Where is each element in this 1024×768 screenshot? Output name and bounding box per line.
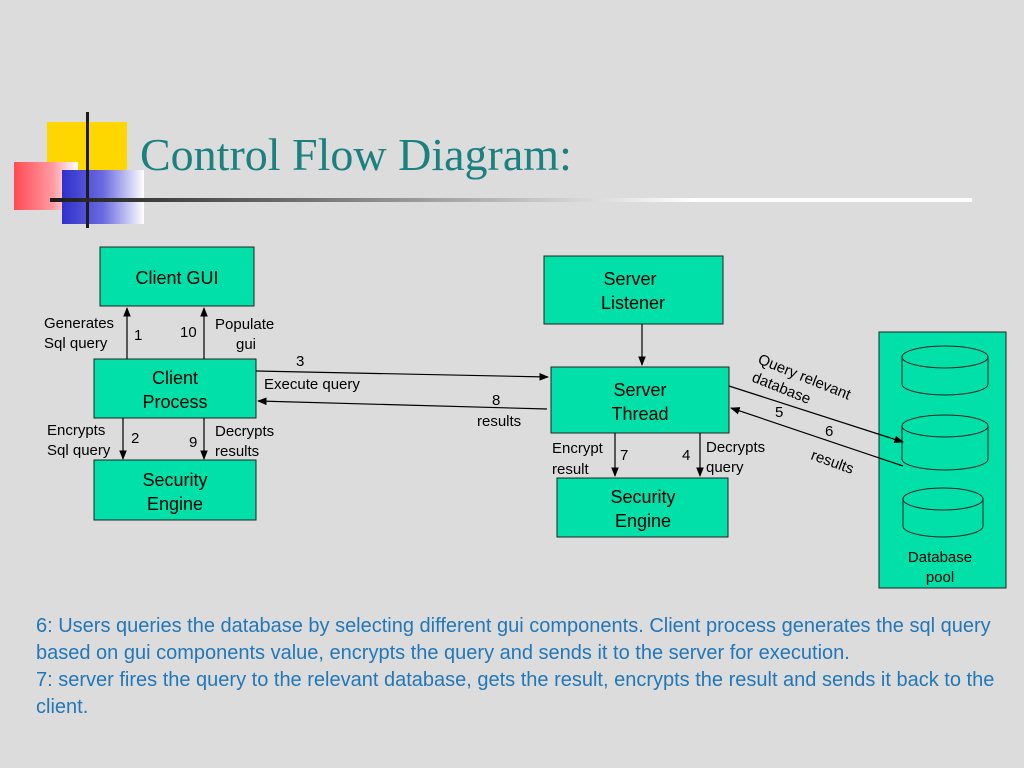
edge-10-label-line1: Populate <box>215 316 274 333</box>
arrow-5 <box>728 385 904 444</box>
edge-9-label-line1: Decrypts <box>215 423 274 440</box>
node-client-process: Client Process <box>93 358 257 419</box>
edge-10-label-line2: gui <box>236 336 256 353</box>
database-cylinder-icon <box>902 487 984 538</box>
decor-vertical-line <box>86 112 89 228</box>
edge-5-number: 5 <box>775 404 783 421</box>
edge-3-number: 3 <box>296 353 304 370</box>
node-database-pool: Database pool <box>878 331 1007 589</box>
edge-7-label-line1: Encrypt <box>552 440 604 457</box>
edge-2-label-line1: Encrypts <box>47 422 105 439</box>
description-paragraph-6: 6: Users queries the database by selecti… <box>36 615 991 664</box>
node-server-listener: Server Listener <box>543 255 724 325</box>
node-server-thread: Server Thread <box>550 366 730 434</box>
edge-6-number: 6 <box>825 423 833 440</box>
description-paragraph-7: 7: server fires the query to the relevan… <box>36 669 995 718</box>
edge-8-number: 8 <box>492 392 500 409</box>
node-client-security-line2: Engine <box>147 494 203 514</box>
database-pool-line2: pool <box>926 569 954 586</box>
description-text: 6: Users queries the database by selecti… <box>36 613 996 721</box>
edge-4-label-line2: query <box>706 459 744 476</box>
edge-7-number: 7 <box>620 447 628 464</box>
arrow-8 <box>257 397 548 410</box>
edge-1-label-line2: Sql query <box>44 335 108 352</box>
database-cylinder-icon <box>901 414 989 471</box>
arrow-3 <box>255 370 549 381</box>
node-client-gui-line1: Client GUI <box>135 268 218 288</box>
node-client-gui: Client GUI <box>99 246 255 307</box>
node-server-security-engine: Security Engine <box>556 477 729 538</box>
edge-1-label-line1: Generates <box>44 315 114 332</box>
node-server-thread-line1: Server <box>613 380 666 400</box>
database-cylinder-icon <box>901 345 989 396</box>
edge-8-label: results <box>477 413 521 430</box>
edge-10-number: 10 <box>180 324 197 341</box>
edge-1-number: 1 <box>134 327 142 344</box>
edge-7-label-line2: result <box>552 461 590 478</box>
node-client-process-line1: Client <box>152 368 198 388</box>
edge-3-label: Execute query <box>264 376 360 393</box>
page-title: Control Flow Diagram: <box>140 129 572 180</box>
edge-9-number: 9 <box>189 434 197 451</box>
edge-4-label-line1: Decrypts <box>706 439 765 456</box>
node-server-security-line2: Engine <box>615 511 671 531</box>
node-client-process-line2: Process <box>142 392 207 412</box>
decor-blue-square <box>62 170 144 224</box>
edge-6-label: results <box>809 447 856 478</box>
database-pool-line1: Database <box>908 549 972 566</box>
node-server-listener-line1: Server <box>603 269 656 289</box>
edge-4-number: 4 <box>682 447 690 464</box>
node-server-security-line1: Security <box>610 487 675 507</box>
arrow-6 <box>730 407 904 467</box>
node-client-security-engine: Security Engine <box>93 459 257 521</box>
edge-2-label-line2: Sql query <box>47 442 111 459</box>
title-underline <box>50 198 972 202</box>
edge-2-number: 2 <box>131 430 139 447</box>
edge-9-label-line2: results <box>215 443 259 460</box>
node-server-thread-line2: Thread <box>611 404 668 424</box>
node-server-listener-line2: Listener <box>601 293 665 313</box>
node-client-security-line1: Security <box>142 470 207 490</box>
